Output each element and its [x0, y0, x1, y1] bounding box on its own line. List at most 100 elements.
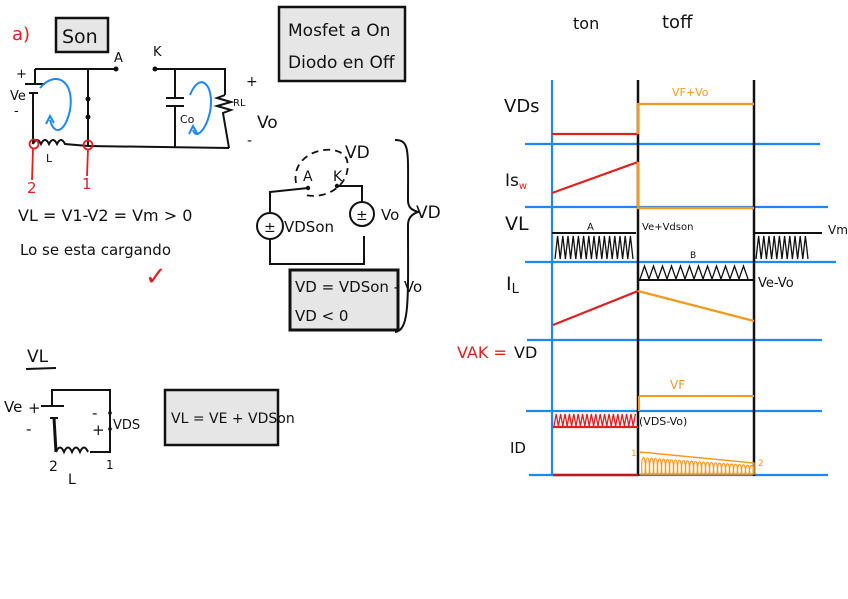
id-end-marker: 2 — [758, 459, 764, 469]
vl-equation-box — [163, 388, 280, 447]
node-2-pointer — [31, 148, 34, 181]
heading-underline — [25, 367, 57, 370]
vd-equation-1: VD = VDSon - Vo — [295, 278, 422, 296]
state-box: Mosfet a On Diodo en Off — [277, 5, 407, 83]
wire — [155, 68, 226, 95]
wire — [52, 417, 58, 453]
node-a-label: A — [114, 51, 123, 66]
node-dot — [108, 427, 112, 431]
inductor-symbol — [32, 139, 89, 147]
plus-minus-icon: ± — [264, 220, 276, 236]
vds-off-trace — [636, 102, 754, 134]
isw-label: Isw — [505, 171, 527, 192]
node-dot — [108, 411, 112, 415]
wire — [337, 185, 363, 202]
vl-circuit: VL Ve + - - + VDS 2 1 L VL = VE + VDSon — [4, 347, 295, 488]
vo-label: Vo — [257, 113, 278, 133]
part-label: a) — [12, 24, 30, 45]
vl-area-a-hatch — [554, 235, 634, 260]
diode-dashed-outline — [294, 148, 349, 197]
vl-heading: VL — [27, 347, 49, 367]
node-2-label: 2 — [27, 179, 37, 197]
il-label: IL — [506, 273, 520, 297]
wire — [269, 236, 365, 265]
isw-label-main: Is — [505, 171, 519, 191]
vds-plus: + — [92, 421, 105, 439]
timing-diagram: ton toff VDs VF+Vo Isw VL A Ve+Vdson B V… — [457, 12, 848, 477]
vak-vd-label: VD — [514, 343, 537, 362]
brace-icon — [394, 139, 422, 333]
vd-top-label: VD — [345, 143, 370, 163]
son-title-box — [54, 16, 110, 54]
vl-area-b-hatch — [639, 264, 749, 281]
toff-label: toff — [662, 12, 693, 33]
vds-label: VDS — [113, 418, 140, 433]
id-off-hatch — [641, 457, 754, 475]
node-k-label: K — [333, 169, 343, 185]
vak-on-hatch — [553, 413, 637, 427]
wire — [87, 145, 230, 149]
load-label: RL — [233, 98, 246, 109]
wire — [269, 187, 309, 212]
switch-dot — [85, 114, 91, 120]
il-fall-trace — [637, 289, 755, 323]
vl-ton-value: Ve+Vdson — [642, 222, 693, 233]
charging-note: Lo se esta cargando — [20, 241, 171, 259]
inductor-symbol — [55, 446, 89, 455]
wire — [51, 389, 111, 453]
ve-minus: - — [26, 420, 31, 438]
vo-plus: + — [246, 74, 258, 90]
brace-vd-label: VD — [416, 203, 441, 223]
source-vdson-label: VDSon — [284, 218, 334, 236]
id-start-marker: 1 — [631, 449, 637, 459]
vl-equation: VL = V1-V2 = Vm > 0 — [18, 206, 192, 225]
vd-equation-2: VD < 0 — [295, 307, 348, 325]
state-line-2: Diodo en Off — [288, 53, 396, 73]
ve-minus: - — [14, 104, 19, 119]
ve-plus: + — [28, 399, 41, 417]
resistor-symbol — [213, 94, 235, 149]
node-1-label: 1 — [82, 175, 92, 193]
state-line-1: Mosfet a On — [288, 21, 390, 41]
isw-label-sub: w — [519, 181, 527, 192]
son-title: Son — [62, 26, 98, 48]
arrowhead-icon — [188, 123, 198, 135]
node-a-dot — [113, 66, 119, 72]
vl-area-b-label: B — [690, 251, 696, 261]
vl-right-value: Vm — [828, 223, 848, 237]
node-2-marker — [28, 138, 40, 150]
vl-area-a-label: A — [587, 222, 594, 233]
node-k-label: K — [153, 45, 162, 60]
il-label-main: I — [506, 273, 512, 295]
vo-minus: - — [247, 133, 252, 149]
vak-off-value: VF — [670, 378, 685, 392]
arrowhead-icon — [45, 113, 55, 125]
source-vo-symbol — [349, 201, 375, 227]
vds-off-value: VF+Vo — [672, 86, 709, 99]
vl-next-hatch — [755, 235, 809, 260]
il-rise-trace — [552, 289, 639, 327]
vds-minus: - — [92, 404, 97, 422]
plus-minus-icon: ± — [356, 208, 368, 224]
node-1-label: 1 — [106, 458, 114, 472]
capacitor-label: Co — [180, 113, 195, 126]
vl-equation: VL = VE + VDSon — [171, 411, 295, 427]
vl-label: VL — [505, 213, 529, 235]
ve-label: Ve — [4, 398, 22, 416]
switch-dot — [85, 96, 91, 102]
inductor-label: L — [68, 472, 76, 488]
son-circuit: a) Son A K + Ve - L 2 1 — [10, 16, 278, 292]
vl-toff-value: Ve-Vo — [758, 276, 794, 291]
isw-on-trace — [551, 160, 639, 195]
diode-equivalent-circuit: VD A K ± VDSon ± Vo VD VD = VDSon - Vo V… — [256, 139, 441, 333]
vd-equation-box — [288, 268, 400, 332]
current-loop-arrow — [189, 81, 212, 135]
source-vo-label: Vo — [381, 206, 399, 224]
id-label: ID — [510, 439, 526, 457]
vak-on-value: (VDS-Vo) — [639, 415, 687, 428]
vds-label: VDs — [504, 96, 540, 117]
current-loop-arrow — [39, 78, 72, 132]
il-label-sub: L — [512, 282, 520, 297]
check-mark-icon: ✓ — [145, 262, 167, 292]
